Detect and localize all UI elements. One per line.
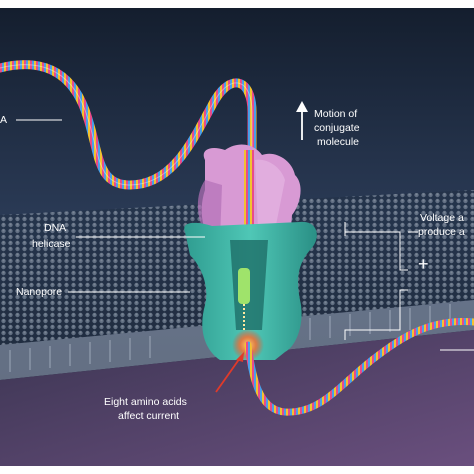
- motion-label-line2: conjugate: [314, 122, 360, 134]
- amino-arrow: [215, 352, 244, 393]
- dna-strand-lower: [244, 317, 474, 416]
- dna-strand-upper-edge: [0, 64, 253, 235]
- dna-strand-upper: [0, 60, 257, 240]
- helicase-label-line2: helicase: [32, 238, 71, 250]
- nanopore-label: Nanopore: [16, 286, 63, 298]
- peptide-segment: [238, 268, 250, 304]
- amino-label-line1: Eight amino acids: [104, 396, 187, 408]
- motion-label-line1: Motion of: [314, 108, 358, 120]
- label-leader-lines: [16, 119, 474, 351]
- plus-sign: +: [418, 254, 429, 274]
- voltage-label-line1: Voltage a: [420, 212, 464, 224]
- nanopore-protein: [184, 221, 317, 360]
- motion-label-line3: molecule: [317, 136, 360, 148]
- amino-label-line2: affect current: [118, 410, 180, 422]
- voltage-label-line2: produce a: [418, 226, 465, 238]
- motion-arrow: [296, 101, 308, 140]
- lower-solution: [0, 330, 474, 466]
- dna-label-partial: A: [0, 114, 8, 126]
- helicase-label-line1: DNA: [44, 222, 67, 234]
- lipid-tails: [9, 304, 451, 372]
